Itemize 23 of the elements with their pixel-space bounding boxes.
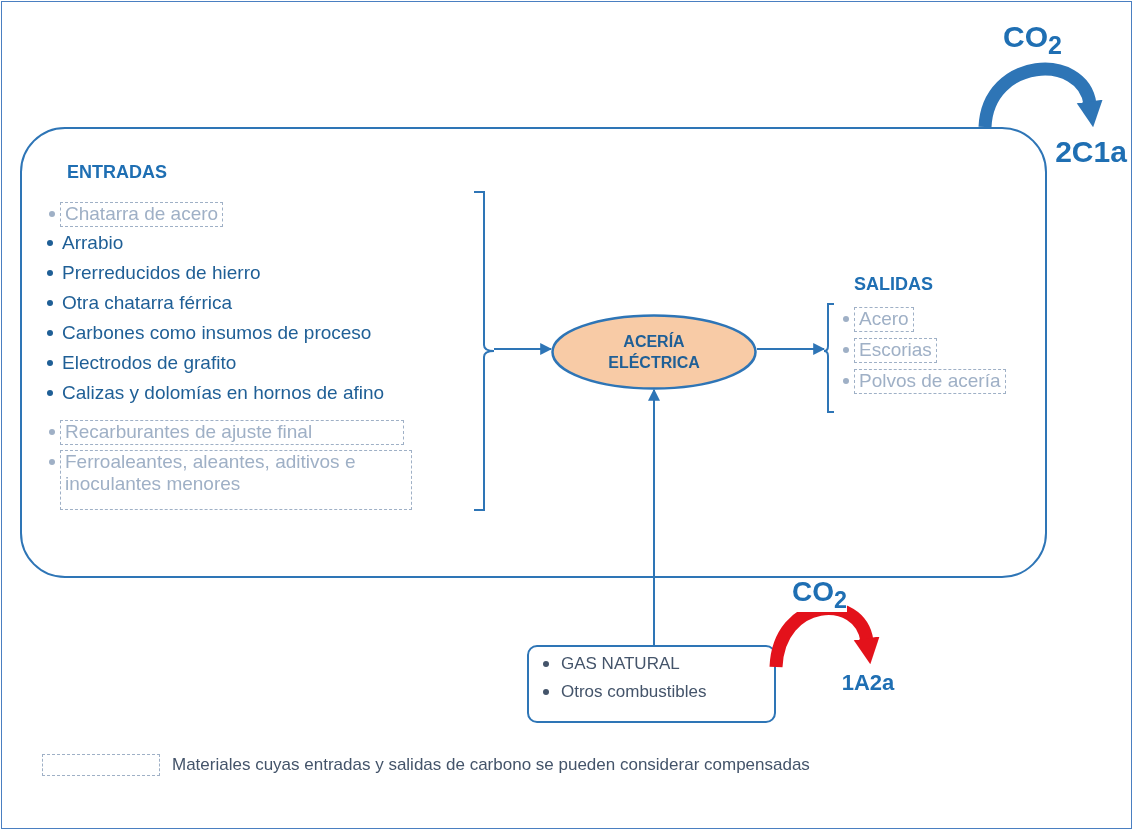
list-item: Carbones como insumos de proceso	[62, 321, 372, 345]
list-item: Otros combustibles	[561, 681, 707, 703]
list-item: Otra chatarra férrica	[62, 291, 232, 315]
dashed-item: Chatarra de acero	[60, 202, 224, 227]
dashed-item: Polvos de acería	[854, 369, 1006, 394]
dashed-item: Escorias	[854, 338, 937, 363]
list-item: GAS NATURAL	[561, 653, 680, 675]
category-code: 2C1a	[1050, 128, 1132, 176]
category-code: 1A2a	[833, 665, 903, 701]
legend-text: Materiales cuyas entradas y salidas de carbono se pueden considerar compensadas	[172, 755, 810, 775]
section-heading: SALIDAS	[854, 273, 934, 296]
process-boundary	[20, 127, 1047, 578]
list-item: Prerreducidos de hierro	[62, 261, 261, 285]
list-item: Calizas y dolomías en hornos de afino	[62, 381, 385, 405]
fuel-box	[527, 645, 776, 723]
dashed-item: Ferroaleantes, aleantes, aditivos e inoculantes menores	[60, 450, 412, 510]
section-heading: ENTRADAS	[67, 161, 167, 184]
dashed-item: Recarburantes de ajuste final	[60, 420, 404, 445]
list-item: Electrodos de grafito	[62, 351, 237, 375]
dashed-item: Acero	[854, 307, 914, 332]
list-item: Arrabio	[62, 231, 124, 255]
process-ellipse	[551, 314, 757, 390]
process-label: ACERÍA ELÉCTRICA	[607, 331, 701, 373]
